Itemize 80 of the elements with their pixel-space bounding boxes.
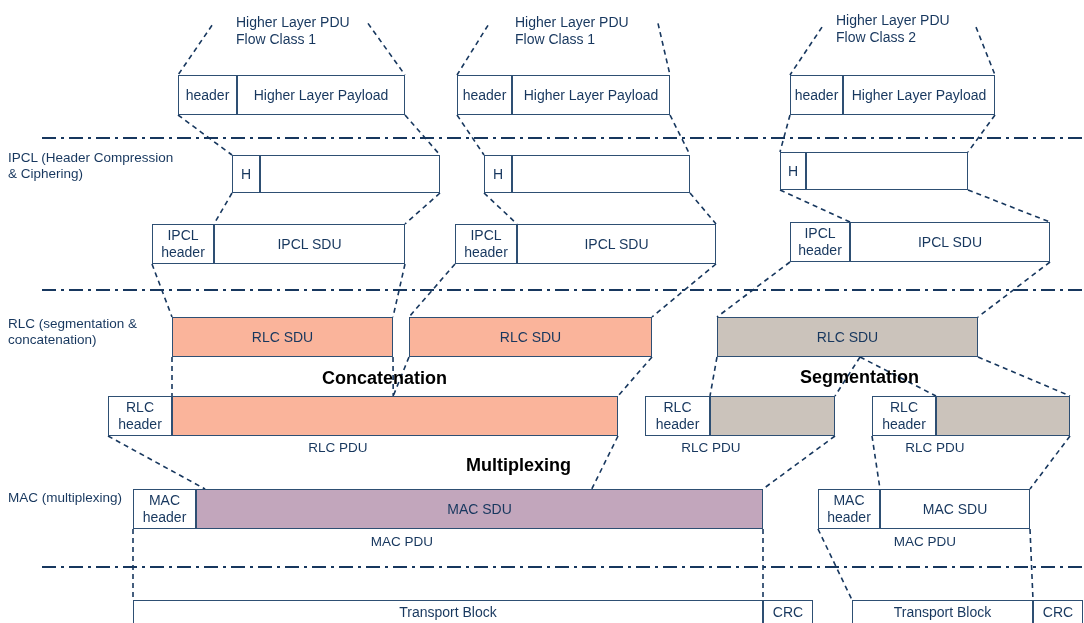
projection-line [859, 356, 937, 397]
protocol-field: CRC [763, 600, 813, 623]
layer-label: IPCL (Header Compression & Ciphering) [8, 150, 175, 182]
process-label: Multiplexing [466, 457, 572, 473]
projection-line [367, 22, 406, 76]
protocol-field: MAC SDU [196, 489, 763, 529]
protocol-field: Higher Layer Payload [512, 75, 670, 115]
protocol-field: H [484, 155, 512, 193]
unit-label: RLC PDU [904, 440, 966, 456]
protocol-field: Higher Layer Payload [843, 75, 995, 115]
unit-label: MAC PDU [892, 534, 958, 550]
projection-line [967, 189, 1051, 223]
protocol-field: IPCL header [152, 224, 214, 264]
protocol-field: header [790, 75, 843, 115]
protocol-field: IPCL header [790, 222, 850, 262]
projection-line [789, 26, 823, 76]
process-label: Concatenation [322, 370, 448, 386]
projection-line [762, 435, 836, 490]
protocol-field: IPCL header [455, 224, 517, 264]
projection-line [617, 356, 653, 397]
pdu-caption: Higher Layer PDU Flow Class 2 [822, 10, 976, 48]
projection-line [817, 528, 853, 601]
protocol-field: RLC SDU [172, 317, 393, 357]
protocol-field: header [178, 75, 237, 115]
protocol-field: MAC header [133, 489, 196, 529]
projection-line [779, 189, 851, 223]
protocol-field: MAC header [818, 489, 880, 529]
data-block [512, 155, 690, 193]
projection-line [392, 356, 410, 397]
projection-line [651, 263, 717, 318]
projection-line [171, 356, 173, 397]
data-block [172, 396, 618, 436]
protocol-field: RLC header [872, 396, 936, 436]
projection-line [107, 435, 206, 490]
projection-line [456, 114, 485, 156]
protocol-field: MAC SDU [880, 489, 1030, 529]
protocol-field: H [780, 152, 806, 190]
protocol-field: IPCL SDU [517, 224, 716, 264]
layer-label: RLC (segmentation & concatenation) [8, 316, 139, 348]
projection-line [716, 261, 791, 318]
unit-label: MAC PDU [369, 534, 435, 550]
projection-line [977, 261, 1051, 318]
data-block [710, 396, 835, 436]
protocol-field: RLC header [645, 396, 710, 436]
protocol-field: header [457, 75, 512, 115]
protocol-field: Transport Block [852, 600, 1033, 623]
projection-line [456, 24, 489, 76]
data-block [936, 396, 1070, 436]
unit-label: RLC PDU [307, 440, 369, 456]
projection-line [709, 356, 718, 397]
protocol-field: H [232, 155, 260, 193]
protocol-field: RLC header [108, 396, 172, 436]
projection-line [1029, 435, 1071, 490]
projection-line [177, 24, 213, 76]
protocol-field: RLC SDU [717, 317, 978, 357]
projection-line [151, 263, 173, 318]
pdu-caption: Higher Layer PDU Flow Class 1 [488, 12, 658, 50]
projection-line [834, 356, 861, 397]
pdu-caption: Higher Layer PDU Flow Class 1 [212, 12, 368, 50]
protocol-field: RLC SDU [409, 317, 652, 357]
projection-line [975, 26, 996, 76]
protocol-field: IPCL SDU [850, 222, 1050, 262]
protocol-field: CRC [1033, 600, 1083, 623]
projection-line [967, 114, 996, 153]
projection-line [590, 435, 619, 490]
data-block [260, 155, 440, 193]
data-block [806, 152, 968, 190]
unit-label: RLC PDU [680, 440, 742, 456]
process-label: Segmentation [800, 369, 920, 385]
protocol-field: Transport Block [133, 600, 763, 623]
projection-line [977, 356, 1071, 397]
projection-line [404, 114, 441, 156]
projection-line [177, 114, 233, 156]
protocol-field: IPCL SDU [214, 224, 405, 264]
projection-line [689, 192, 717, 225]
projection-line [392, 356, 395, 397]
projection-line [404, 192, 441, 225]
projection-line [779, 114, 791, 153]
protocol-field: Higher Layer Payload [237, 75, 405, 115]
projection-line [408, 263, 456, 318]
